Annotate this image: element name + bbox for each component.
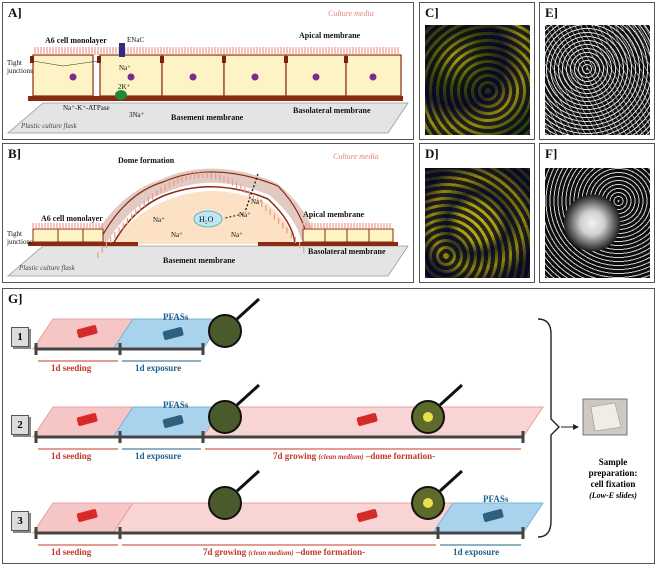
enac-channel-shape <box>119 43 125 57</box>
row2-exposure: 1d exposure <box>135 451 182 461</box>
row2-growing-c: –dome formation- <box>363 451 436 461</box>
magnifier-lenses <box>208 297 464 520</box>
na-label-b4: Na⁺ <box>231 231 243 239</box>
two-k-label: 2K⁺ <box>118 83 131 91</box>
sample-line-4: (Low-E slides) <box>589 491 637 500</box>
tight-junction-marks <box>30 56 348 63</box>
micrograph-f <box>545 168 650 278</box>
na-label-b3: Na⁺ <box>171 231 183 239</box>
sample-preparation-text: Sample preparation: cell fixation (Low-E… <box>573 457 653 501</box>
row2-growing: 7d growing (clean medium) –dome formatio… <box>273 451 435 461</box>
sample-line-1: Sample <box>598 457 628 467</box>
three-na-label: 3Na⁺ <box>129 111 145 119</box>
panel-c-label: C] <box>425 5 439 20</box>
atpase-pump-shape <box>115 90 127 100</box>
apical-membrane-label: Apical membrane <box>299 31 361 40</box>
basement-label-b: Basement membrane <box>163 256 236 265</box>
tight-junctions-label-b: Tight junctions <box>7 230 33 246</box>
cell-row <box>32 54 402 97</box>
row2-growing-b: (clean medium) <box>318 453 364 461</box>
pfass-label-1: PFASs <box>163 312 189 322</box>
na-label-b1: Na⁺ <box>153 216 165 224</box>
basement-label: Basement membrane <box>171 113 244 122</box>
micrograph-e <box>545 25 650 135</box>
row3-seeding: 1d seeding <box>51 547 92 557</box>
panel-d-label: D] <box>425 146 439 161</box>
pfass-label-2: PFASs <box>163 400 189 410</box>
water-bubble-shape <box>193 210 223 228</box>
panel-a: A] Culture media A6 <box>2 2 414 140</box>
panel-f-label: F] <box>545 146 558 161</box>
row3-exposure: 1d exposure <box>453 547 500 557</box>
panel-e: E] <box>539 2 655 140</box>
culture-flask-shape <box>6 102 409 134</box>
na-label-b2: Na⁺ <box>239 211 251 219</box>
panel-g: G] <box>2 288 655 564</box>
microvilli <box>34 47 399 55</box>
basement-membrane-line <box>28 96 403 101</box>
tight-junctions-label: Tight junctions <box>7 59 33 75</box>
pfass-label-3: PFASs <box>483 494 509 504</box>
flask-label-b: Plastic culture flask <box>19 264 75 272</box>
sample-line-3: cell fixation <box>590 479 636 489</box>
panel-a-label: A] <box>8 5 22 20</box>
sample-line-2: preparation: <box>588 468 638 478</box>
row3-growing-c: –dome formation- <box>293 547 366 557</box>
panel-b-drawing <box>6 168 409 277</box>
panel-a-drawing <box>6 43 409 134</box>
panel-g-label: G] <box>8 291 23 306</box>
row1-seeding: 1d seeding <box>51 363 92 373</box>
a6-monolayer-label: A6 cell monolayer <box>45 36 107 45</box>
h2o-label: H₂O <box>199 215 214 224</box>
step-number-3: 3 <box>11 511 29 531</box>
micrograph-c <box>425 25 530 135</box>
row3-growing-a: 7d growing <box>203 547 249 557</box>
flask-label: Plastic culture flask <box>21 122 77 130</box>
a6-monolayer-label-b: A6 cell monolayer <box>41 214 103 223</box>
panel-c: C] <box>419 2 535 140</box>
panel-f: F] <box>539 143 655 283</box>
panel-d: D] <box>419 143 535 283</box>
step-number-1: 1 <box>11 327 29 347</box>
panel-e-label: E] <box>545 5 558 20</box>
na-label-b5: Na⁺ <box>251 198 263 206</box>
apical-membrane-label-b: Apical membrane <box>303 210 365 219</box>
culture-media-label: Culture media <box>328 9 374 18</box>
row1-exposure: 1d exposure <box>135 363 182 373</box>
step-number-2: 2 <box>11 415 29 435</box>
basolateral-label-b: Basolateral membrane <box>308 247 386 256</box>
culture-media-label-b: Culture media <box>333 152 379 161</box>
atpase-label: Na⁺-K⁺-ATPase <box>63 104 110 112</box>
panel-b: B] Dome formation Culture media A6 cell … <box>2 143 414 283</box>
basolateral-label: Basolateral membrane <box>293 106 371 115</box>
enac-label: ENaC <box>127 36 145 44</box>
row3-growing: 7d growing (clean medium) –dome formatio… <box>203 547 365 557</box>
row3-growing-b: (clean medium) <box>248 549 294 557</box>
row2-growing-a: 7d growing <box>273 451 319 461</box>
panel-b-label: B] <box>8 146 21 161</box>
na-label: Na⁺ <box>119 64 131 72</box>
dome-formation-label: Dome formation <box>118 156 175 165</box>
timeline-drawing <box>32 297 628 546</box>
row2-seeding: 1d seeding <box>51 451 92 461</box>
micrograph-d <box>425 168 530 278</box>
nuclei <box>69 73 377 81</box>
